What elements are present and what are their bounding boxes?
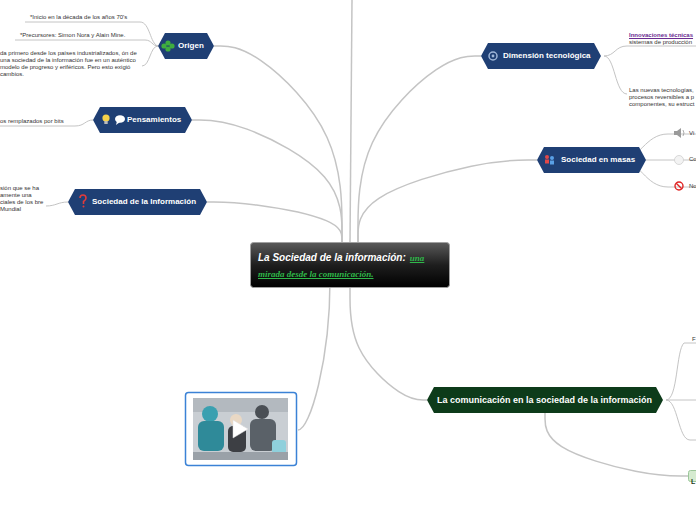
leaf-text: da primero desde los países industrializ… <box>0 50 142 78</box>
people-icon <box>545 155 554 165</box>
branch-topic: Dimensión tecnológica <box>481 43 601 69</box>
branch-line <box>298 280 330 430</box>
branch-line <box>350 0 352 242</box>
bulb-icon <box>102 114 109 124</box>
leaf-text: *Precursores: Simon Nora y Alain Mine. <box>20 32 125 39</box>
branch-connector <box>545 413 688 476</box>
leaf-line <box>142 46 158 66</box>
main-branch-topic: La comunicación en la sociedad de la inf… <box>427 387 663 413</box>
topic-label: Origen <box>178 33 204 59</box>
topic-label: Sociedad en masas <box>561 147 635 173</box>
leaf-text: Vi <box>689 130 694 137</box>
leaf-text: No <box>689 183 696 190</box>
leaf-text: sistemas de producción <box>629 39 692 46</box>
video-thumbnail <box>186 393 297 466</box>
topic-title: La Sociedad de la información: <box>258 252 406 263</box>
leaf-line <box>604 46 696 56</box>
branch-connector <box>358 56 481 242</box>
speech-icon <box>115 115 125 125</box>
topic-label: La comunicación en la sociedad de la inf… <box>437 387 652 413</box>
leaf-text: Las nuevas tecnologías, procesos reversi… <box>629 87 696 108</box>
leaf-line <box>666 400 696 401</box>
gear-icon <box>489 52 497 60</box>
question-icon <box>80 195 86 208</box>
branch-connector <box>207 202 342 242</box>
branch-topic: Sociedad de la Información <box>68 189 207 215</box>
leaf-line <box>46 202 68 206</box>
hexagon-shape <box>537 147 646 173</box>
branch-connector <box>358 160 537 242</box>
circle-icon <box>675 156 684 165</box>
topic-label: L <box>691 476 695 488</box>
topic-label: Sociedad de la Información <box>92 189 196 215</box>
leaf-text: os remplazados por bits <box>0 118 64 125</box>
leaf-text: sión que se ha amente una ciales de los … <box>0 185 44 213</box>
leaf-line <box>666 343 696 400</box>
clover-icon <box>161 40 174 51</box>
leaf-line <box>604 56 627 94</box>
topic-label: Dimensión tecnológica <box>503 43 591 69</box>
hexagon-shape <box>68 189 207 215</box>
hexagon-shape <box>481 43 601 69</box>
leaf-text: Innovaciones técnicas <box>629 32 693 39</box>
forbidden-icon <box>675 182 683 190</box>
leaf-line <box>15 40 158 46</box>
leaf-text: *Inicio en la década de los años 70's <box>30 14 127 21</box>
branch-topic: Origen <box>158 33 214 59</box>
branch-topic: Pensamientos <box>93 107 192 133</box>
hexagon-shape <box>93 107 192 133</box>
hexagon-shape <box>427 387 663 413</box>
topic-outline <box>250 242 450 288</box>
branch-connector <box>214 46 342 242</box>
topic-box <box>251 243 450 288</box>
leaf-text: Co <box>689 156 696 163</box>
branch-topic: Sociedad en masas <box>537 147 646 173</box>
central-topic: La Sociedad de la información:una mirada… <box>250 242 450 288</box>
speaker-icon <box>674 128 684 138</box>
branch-connector <box>192 120 342 242</box>
topic-label: Pensamientos <box>127 107 181 133</box>
branch-connector <box>350 288 427 400</box>
hexagon-shape <box>158 33 214 59</box>
leaf-line <box>666 400 696 440</box>
leaf-tag: L <box>688 470 696 482</box>
leaf-text: F <box>692 336 696 343</box>
